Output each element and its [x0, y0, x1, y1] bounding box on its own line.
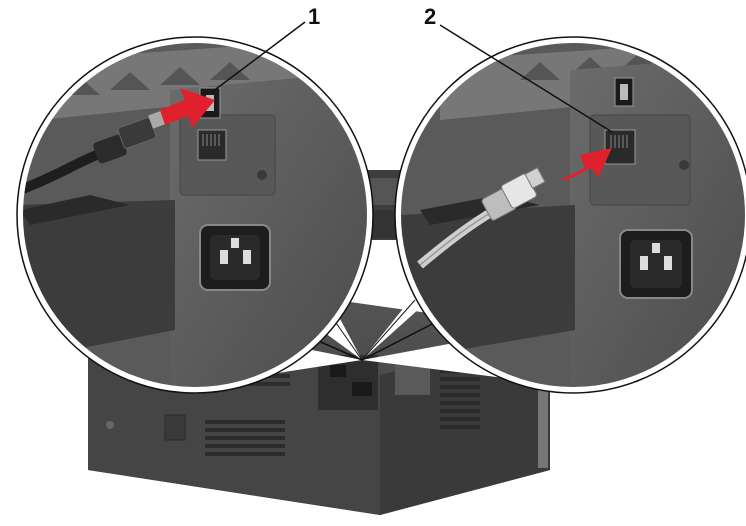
callout-2-leader	[439, 24, 613, 133]
callout-1-label: 1	[308, 4, 321, 29]
ethernet-port-target	[604, 129, 636, 165]
power-socket-icon	[199, 224, 271, 291]
ethernet-cable-icon	[417, 166, 546, 269]
ethernet-port-icon	[197, 129, 227, 161]
power-socket-right-icon	[619, 229, 693, 299]
insert-arrow-usb	[160, 88, 215, 128]
callout-2-label: 2	[424, 4, 437, 29]
port-plate	[179, 114, 276, 196]
callout-1-leader	[211, 21, 306, 93]
magnifier-usb-detail	[20, 40, 370, 390]
insert-arrow-ethernet	[560, 148, 612, 180]
